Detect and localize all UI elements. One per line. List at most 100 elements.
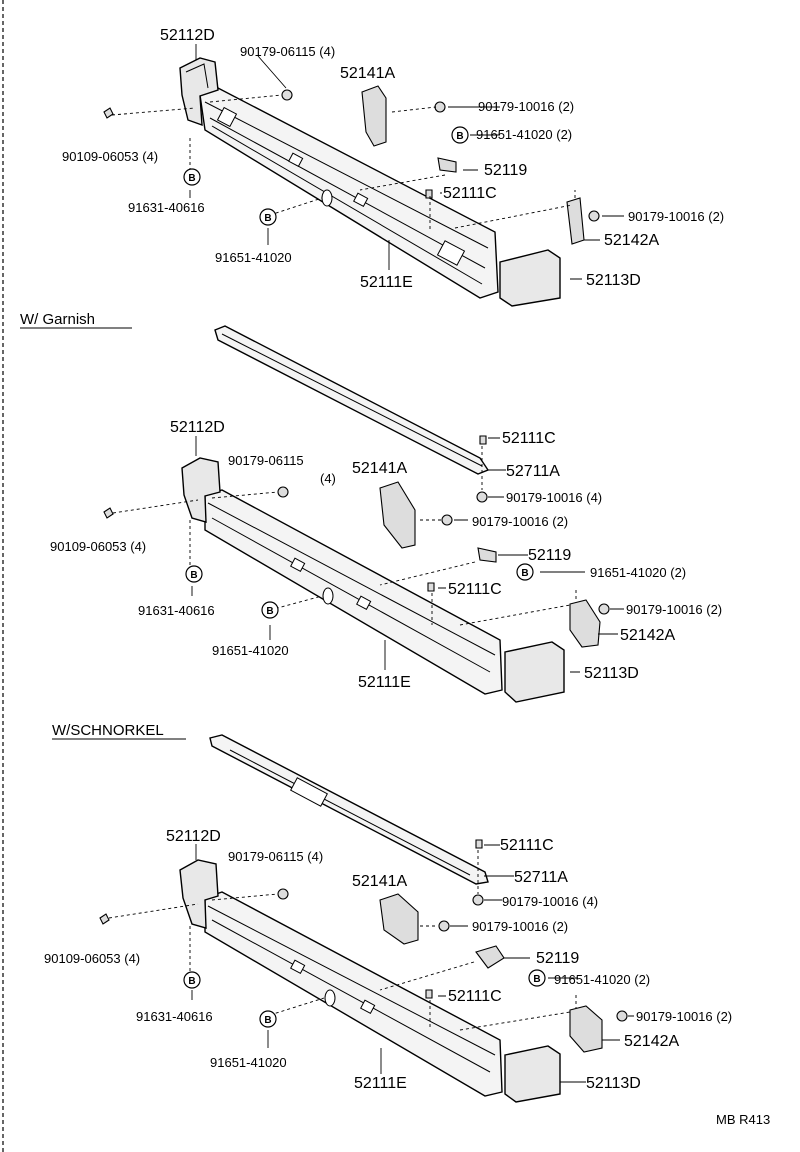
part-label-91631-40616: 91631-40616 xyxy=(136,1009,213,1024)
marker-b-circle xyxy=(259,208,277,226)
right-bumper-end xyxy=(504,641,565,703)
part-label-91651-41020-b: 91651-41020 xyxy=(210,1055,287,1070)
group-w-garnish: W/ Garnish B B B xyxy=(20,311,722,703)
part-label-52711a: 52711A xyxy=(514,869,568,886)
schnorkel-plate xyxy=(209,734,489,885)
part-label-91651-41020: 91651-41020 (2) xyxy=(590,565,686,580)
marker-b: B xyxy=(190,570,197,581)
bracket-52142a xyxy=(569,1005,603,1053)
clip-52119 xyxy=(477,547,497,563)
part-label-52119: 52119 xyxy=(536,950,579,967)
bolt-icon xyxy=(425,989,433,999)
bolt-icon xyxy=(103,507,114,519)
part-label-52141a: 52141A xyxy=(352,460,407,477)
part-label-52111c: 52111C xyxy=(443,185,497,202)
part-label-90179-06115: 90179-06115 xyxy=(228,453,304,468)
bracket-52142a xyxy=(569,599,601,648)
clip-52119 xyxy=(475,945,505,969)
part-label-52113d: 52113D xyxy=(586,1075,641,1092)
part-label-52711a: 52711A xyxy=(506,463,560,480)
marker-b: B xyxy=(188,976,195,987)
part-label-52111e: 52111E xyxy=(354,1075,407,1092)
part-label-52111c-top: 52111C xyxy=(500,837,554,854)
nut-icon xyxy=(441,514,453,526)
part-label-52142a: 52142A xyxy=(604,232,659,249)
nut-icon xyxy=(588,210,600,222)
right-bumper-end xyxy=(499,249,561,307)
marker-b-circle xyxy=(183,168,201,186)
section-heading: W/ Garnish xyxy=(20,311,95,328)
marker-b: B xyxy=(533,974,540,985)
part-label-91651-41020: 91651-41020 (2) xyxy=(554,972,650,987)
marker-b-circle xyxy=(451,126,469,144)
bolt-icon xyxy=(427,582,435,592)
nut-icon xyxy=(438,920,450,932)
part-label-52142a: 52142A xyxy=(624,1033,679,1050)
nut-icon xyxy=(281,89,293,101)
marker-b-circle xyxy=(528,969,546,987)
nut-icon xyxy=(476,491,488,503)
marker-b-circle xyxy=(183,971,201,989)
clip-52119 xyxy=(437,157,457,173)
part-label-52112d: 52112D xyxy=(170,419,225,436)
marker-b: B xyxy=(521,568,528,579)
bolt-icon xyxy=(479,435,487,445)
part-label-90179-10016-2: 90179-10016 (2) xyxy=(472,919,568,934)
bracket-52141a xyxy=(361,85,387,147)
part-label-90109-06053: 90109-06053 (4) xyxy=(44,951,140,966)
marker-b: B xyxy=(188,173,195,184)
part-label-52113d: 52113D xyxy=(586,272,641,289)
part-label-52111c: 52111C xyxy=(448,581,502,598)
part-label-91631-40616: 91631-40616 xyxy=(138,603,215,618)
part-label-90179-10016-b: 90179-10016 (2) xyxy=(626,602,722,617)
part-label-52113d: 52113D xyxy=(584,665,639,682)
part-label-90179-10016-b: 90179-10016 (2) xyxy=(628,209,724,224)
nut-icon xyxy=(472,894,484,906)
bolt-icon xyxy=(425,189,433,199)
left-bumper-end xyxy=(179,57,219,127)
part-label-90179-10016-2: 90179-10016 (2) xyxy=(472,514,568,529)
left-bumper-end xyxy=(181,457,221,523)
part-label-52112d: 52112D xyxy=(166,828,221,845)
part-label-91631-40616: 91631-40616 xyxy=(128,200,205,215)
part-label-91651-41020: 91651-41020 (2) xyxy=(476,127,572,142)
part-label-52111c-top: 52111C xyxy=(502,430,556,447)
part-label-90179-10016-b: 90179-10016 (2) xyxy=(636,1009,732,1024)
marker-b: B xyxy=(456,131,463,142)
part-label-91651-41020-b: 91651-41020 xyxy=(215,250,292,265)
part-label-90179-10016-4: 90179-10016 (4) xyxy=(502,894,598,909)
group-w-schnorkel: W/SCHNORKEL B B B xyxy=(44,722,732,1103)
marker-b: B xyxy=(266,606,273,617)
group-base-bumper: B B B 52112D 90179-06115 (4) 52141A 9017… xyxy=(62,27,724,307)
bracket-52141a xyxy=(379,481,416,549)
nut-icon xyxy=(616,1010,628,1022)
nut-icon xyxy=(434,101,446,113)
part-label-90179-06115: 90179-06115 (4) xyxy=(240,44,335,59)
marker-b: B xyxy=(264,1015,271,1026)
section-heading: W/SCHNORKEL xyxy=(52,722,164,739)
marker-b-circle xyxy=(516,563,534,581)
left-bumper-end xyxy=(179,859,219,929)
marker-b: B xyxy=(264,213,271,224)
footer-code: MB R413 xyxy=(716,1112,770,1127)
marker-b-circle xyxy=(261,601,279,619)
bolt-icon xyxy=(99,913,110,925)
nut-icon xyxy=(277,486,289,498)
part-label-52141a: 52141A xyxy=(340,65,395,82)
part-label-52111e: 52111E xyxy=(360,274,413,291)
part-label-52119: 52119 xyxy=(484,162,527,179)
part-label-90179-06115: 90179-06115 (4) xyxy=(228,849,323,864)
part-label-52119: 52119 xyxy=(528,547,571,564)
nut-icon xyxy=(277,888,289,900)
part-label-90179-10016-4: 90179-10016 (4) xyxy=(506,490,602,505)
part-label-52111c: 52111C xyxy=(448,988,502,1005)
part-label-52112d: 52112D xyxy=(160,27,215,44)
bracket-52142a xyxy=(566,197,585,245)
part-label-52142a: 52142A xyxy=(620,627,675,644)
marker-b-circle xyxy=(259,1010,277,1028)
bolt-icon xyxy=(103,107,114,119)
part-label-qty: (4) xyxy=(320,471,336,486)
bracket-52141a xyxy=(379,893,419,945)
part-label-52141a: 52141A xyxy=(352,873,407,890)
